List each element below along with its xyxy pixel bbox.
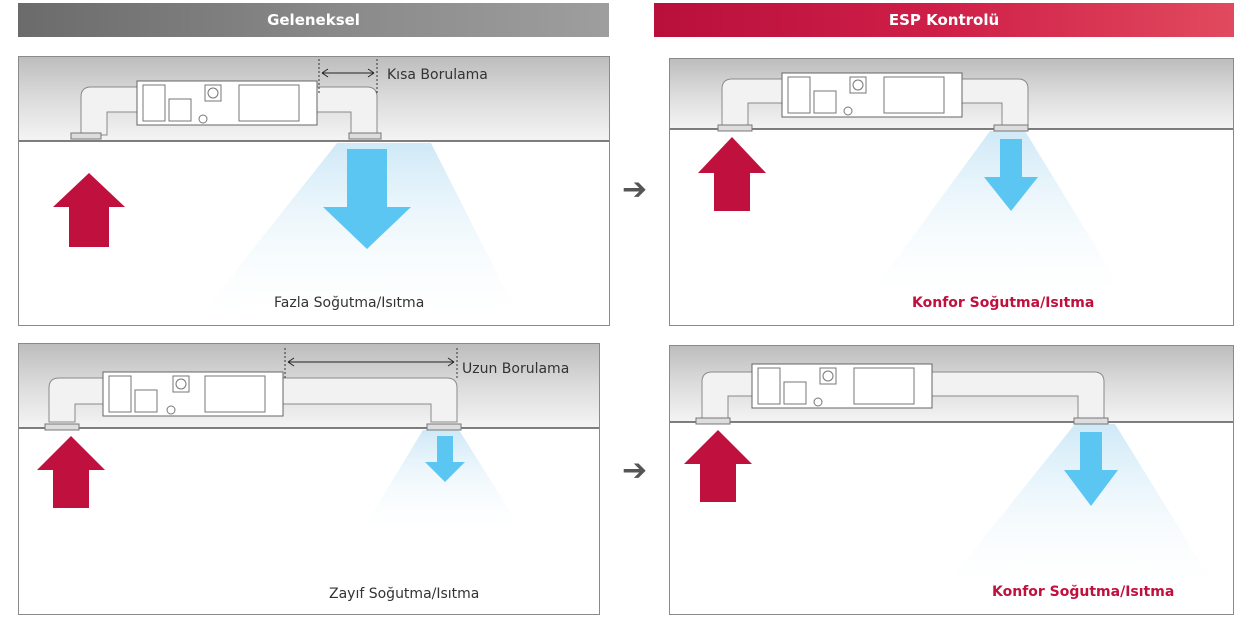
dim-arrow	[321, 68, 375, 78]
supply-pipe	[280, 377, 458, 423]
return-pipe	[48, 377, 106, 423]
indoor-unit	[136, 80, 318, 126]
supply-grille	[1073, 417, 1109, 425]
panel-esp-short: Konfor Soğutma/Isıtma	[669, 58, 1234, 326]
return-grille	[44, 423, 80, 431]
return-pipe	[80, 86, 140, 136]
result-label: Konfor Soğutma/Isıtma	[912, 295, 1095, 311]
duct-diagram-short	[19, 57, 609, 317]
supply-grille	[426, 423, 462, 431]
indoor-unit	[751, 363, 933, 409]
supply-pipe	[931, 371, 1105, 419]
return-pipe	[701, 371, 755, 419]
panel-esp-long: Konfor Soğutma/Isıtma	[669, 345, 1234, 615]
right-arrow-icon: ➔	[622, 453, 648, 488]
return-air-arrow	[37, 436, 105, 508]
supply-grille	[348, 132, 382, 140]
return-air-arrow	[53, 173, 125, 247]
duct-diagram-esp-short	[670, 59, 1233, 295]
indoor-unit	[102, 371, 284, 417]
airflow-cone	[945, 424, 1215, 586]
indoor-unit	[781, 72, 963, 118]
header-esp-control: ESP Kontrolü	[654, 3, 1234, 37]
result-label: Konfor Soğutma/Isıtma	[992, 584, 1175, 600]
result-label: Zayıf Soğutma/Isıtma	[329, 586, 480, 602]
duct-diagram-long	[19, 344, 599, 529]
short-piping-label: Kısa Borulama	[387, 67, 488, 83]
supply-air-arrow	[425, 436, 465, 482]
return-pipe	[721, 78, 783, 126]
panel-conventional-long: Uzun Borulama Zayıf Soğutma/Isıtma	[18, 343, 600, 615]
header-conventional: Geleneksel	[18, 3, 609, 37]
supply-pipe	[314, 86, 378, 136]
return-grille	[695, 417, 731, 425]
return-air-arrow	[684, 430, 752, 502]
supply-pipe	[961, 78, 1029, 126]
airflow-cone	[363, 430, 521, 529]
return-grille	[70, 132, 102, 140]
supply-air-arrow	[984, 139, 1038, 211]
duct-diagram-esp-long	[670, 346, 1233, 586]
result-label: Fazla Soğutma/Isıtma	[274, 295, 425, 311]
panel-conventional-short: Kısa Borulama Fazla Soğutma/Isıtma	[18, 56, 610, 326]
airflow-cone	[870, 131, 1125, 295]
long-piping-label: Uzun Borulama	[462, 361, 570, 377]
dim-arrow	[287, 357, 455, 367]
return-air-arrow	[698, 137, 766, 211]
right-arrow-icon: ➔	[622, 172, 648, 207]
supply-air-arrow	[323, 149, 411, 249]
return-grille	[717, 124, 753, 132]
supply-grille	[993, 124, 1029, 132]
supply-air-arrow	[1064, 432, 1118, 506]
